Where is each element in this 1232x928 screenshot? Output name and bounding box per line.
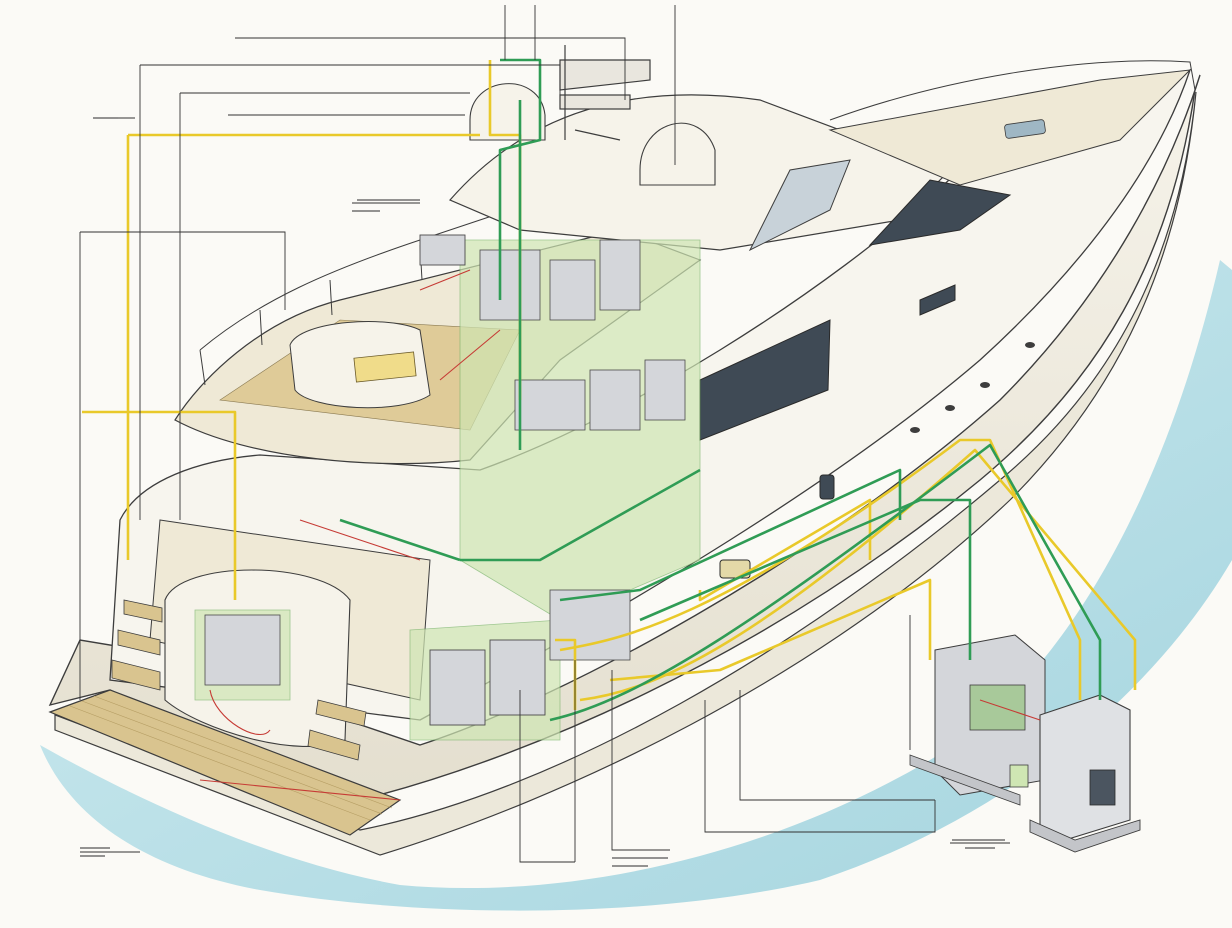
seat-cushion <box>353 351 417 383</box>
generator-icon <box>909 634 1046 806</box>
inverter-cabinet-icon <box>1029 694 1141 853</box>
deck-hatch <box>1004 119 1046 139</box>
windshield <box>748 159 851 252</box>
foredeck-window <box>868 179 1012 246</box>
teak-planks <box>69 695 393 821</box>
shore-power-unit-icon <box>1009 764 1029 788</box>
transom-steps <box>111 599 367 761</box>
portlights <box>910 342 1035 433</box>
bow-railing <box>829 60 1196 121</box>
switch-panel-icon <box>204 239 686 686</box>
antenna-mast-icon <box>559 45 651 141</box>
wires-green <box>339 58 1102 722</box>
callout-text-marks <box>80 117 1005 867</box>
wires-red <box>199 269 1041 801</box>
water-surface <box>40 260 1232 911</box>
battery-bank-icon <box>419 234 546 726</box>
flybridge-railing <box>199 179 601 386</box>
hull-lower <box>54 91 1197 856</box>
